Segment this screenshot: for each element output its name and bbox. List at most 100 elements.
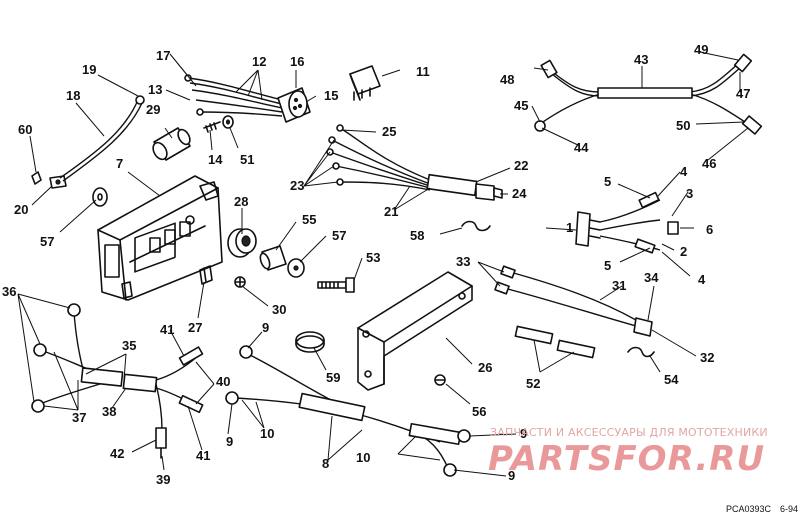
part-52-sleeve: [514, 325, 596, 359]
callout-28: 28: [234, 194, 248, 209]
callout-5-b: 5: [604, 258, 611, 273]
callout-5: 5: [604, 174, 611, 189]
callout-54: 54: [664, 372, 679, 387]
callout-9-b: 9: [226, 434, 233, 449]
callout-18: 18: [66, 88, 80, 103]
part-58-clip: [461, 220, 491, 232]
callout-40: 40: [216, 374, 230, 389]
part-53-bolt: [317, 277, 355, 293]
part-57-washer: [92, 187, 108, 207]
leader-lines: [17, 51, 749, 477]
callout-29: 29: [146, 102, 160, 117]
callout-47: 47: [736, 86, 750, 101]
callout-58: 58: [410, 228, 424, 243]
callout-34: 34: [644, 270, 659, 285]
watermark-tagline: ЗАПЧАСТИ И АКСЕССУАРЫ ДЛЯ МОТОТЕХНИКИ: [490, 426, 768, 439]
callout-23: 23: [290, 178, 304, 193]
part-51-nut: [222, 115, 234, 129]
drawing-date: 6-94: [780, 504, 798, 514]
callout-27: 27: [188, 320, 202, 335]
callout-55: 55: [302, 212, 316, 227]
part-14-screw: [203, 121, 221, 133]
callout-9-c: 9: [520, 426, 527, 441]
callout-59: 59: [326, 370, 340, 385]
callout-2: 2: [680, 244, 687, 259]
callout-49: 49: [694, 42, 708, 57]
callout-50: 50: [676, 118, 690, 133]
callout-53: 53: [366, 250, 380, 265]
part-31-leads: [494, 265, 653, 337]
callout-39: 39: [156, 472, 170, 487]
callout-46: 46: [702, 156, 716, 171]
callout-45: 45: [514, 98, 528, 113]
callout-7: 7: [116, 156, 123, 171]
callout-17: 17: [156, 48, 170, 63]
callout-20: 20: [14, 202, 28, 217]
part-30-screw: [234, 276, 246, 288]
callout-24: 24: [512, 186, 527, 201]
callout-1: 1: [566, 220, 573, 235]
callout-52: 52: [526, 376, 540, 391]
callout-9-d: 9: [508, 468, 515, 483]
callout-15: 15: [324, 88, 338, 103]
part-57-washer-right: [287, 258, 305, 278]
part-11-relay: [349, 65, 381, 101]
part-55-sleeve: [259, 245, 287, 271]
footer: PCA0393C 6-94: [726, 504, 798, 514]
part-8-harness: [225, 345, 471, 477]
callout-22: 22: [514, 158, 528, 173]
callout-32: 32: [700, 350, 714, 365]
watermark: ЗАПЧАСТИ И АКСЕССУАРЫ ДЛЯ МОТОТЕХНИКИ PA…: [488, 426, 768, 479]
part-60-clip: [31, 171, 42, 185]
callout-43: 43: [634, 52, 648, 67]
watermark-logo: PARTSFOR.RU: [488, 439, 765, 479]
callout-6: 6: [706, 222, 713, 237]
part-12-harness: [184, 74, 283, 124]
callout-51: 51: [240, 152, 254, 167]
callout-11: 11: [416, 64, 430, 79]
part-59-clamp: [295, 331, 325, 353]
callout-44: 44: [574, 140, 589, 155]
callout-31: 31: [612, 278, 626, 293]
callout-12: 12: [252, 54, 266, 69]
callout-16: 16: [290, 54, 304, 69]
part-7-control-box: [97, 175, 223, 301]
callout-8: 8: [322, 456, 329, 471]
callout-9: 9: [262, 320, 269, 335]
callout-38: 38: [102, 404, 116, 419]
callout-19: 19: [82, 62, 96, 77]
callout-10-b: 10: [356, 450, 370, 465]
callout-48: 48: [500, 72, 514, 87]
part-35-harness: [31, 303, 204, 459]
callout-57-left: 57: [40, 234, 54, 249]
part-28-coupling: [227, 228, 257, 258]
callout-13: 13: [148, 82, 162, 97]
callout-41-top: 41: [160, 322, 174, 337]
callout-30: 30: [272, 302, 286, 317]
callout-42: 42: [110, 446, 124, 461]
callout-33: 33: [456, 254, 470, 269]
callout-10: 10: [260, 426, 274, 441]
part-21-harness: [326, 124, 478, 197]
callout-21: 21: [384, 204, 398, 219]
part-43-harness: [534, 53, 763, 135]
part-24-sender: [475, 183, 503, 201]
part-54-clip: [627, 346, 655, 358]
callout-26: 26: [478, 360, 492, 375]
part-56-screw: [434, 374, 446, 386]
callout-57-right: 57: [332, 228, 346, 243]
callout-35: 35: [122, 338, 136, 353]
part-15-plug: [277, 87, 311, 123]
drawing-code: PCA0393C: [726, 504, 772, 514]
part-26-module: [357, 271, 473, 391]
callout-4: 4: [680, 164, 688, 179]
callout-4-c: 4: [698, 272, 706, 287]
callout-14: 14: [208, 152, 223, 167]
callout-41-bottom: 41: [196, 448, 210, 463]
callout-36: 36: [2, 284, 16, 299]
callout-numbers: 1 2 3 4 5 6 7 8 9 10 11 12 13 14 15 16 1…: [2, 42, 750, 487]
callout-37: 37: [72, 410, 86, 425]
part-1-terminal-block: [575, 191, 679, 254]
